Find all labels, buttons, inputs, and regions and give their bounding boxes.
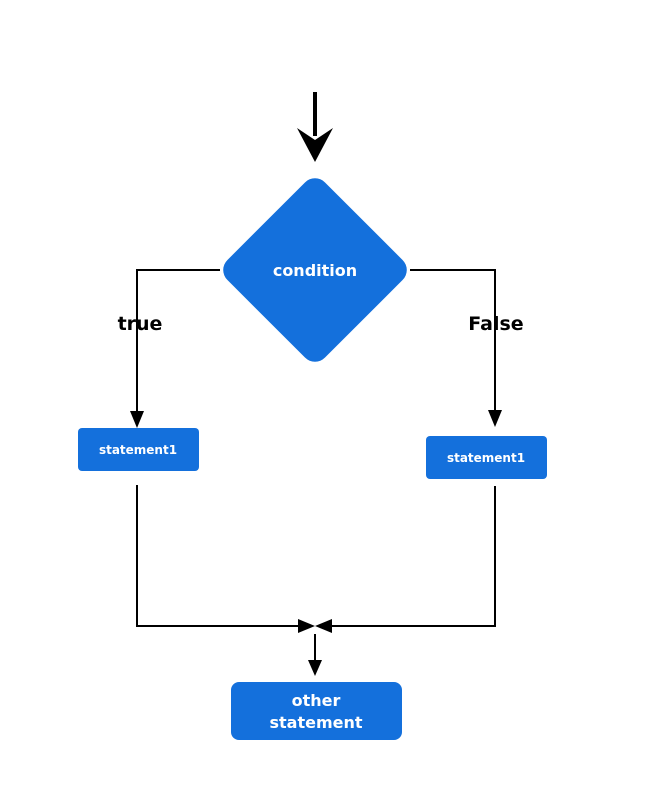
right-merge-arrowhead: [315, 619, 332, 633]
final-statement-line1: other: [292, 691, 341, 710]
right-merge-edge: [330, 486, 496, 627]
entry-arrowhead: [297, 128, 333, 162]
false-branch-label: False: [468, 313, 523, 335]
true-branch-edge: [136, 269, 220, 413]
false-branch-edge: [410, 269, 496, 411]
right-statement-label: statement1: [447, 451, 525, 465]
left-statement-label: statement1: [99, 443, 177, 457]
decision-label: condition: [273, 261, 357, 280]
right-statement-box: [426, 436, 547, 479]
decision-node: condition: [223, 178, 407, 362]
decision-diamond: [223, 178, 407, 362]
false-branch-arrowhead: [488, 410, 502, 427]
final-statement-line2: statement: [269, 713, 362, 732]
right-statement-node: statement1: [426, 436, 547, 479]
true-branch-arrowhead: [130, 411, 144, 428]
merge-down-arrowhead: [308, 660, 322, 676]
left-merge-edge: [136, 485, 300, 627]
final-statement-node: other statement: [231, 682, 402, 740]
final-statement-box: [231, 682, 402, 740]
left-statement-box: [78, 428, 199, 471]
left-statement-node: statement1: [78, 428, 199, 471]
left-merge-arrowhead: [298, 619, 315, 633]
true-branch-label: true: [118, 313, 163, 335]
